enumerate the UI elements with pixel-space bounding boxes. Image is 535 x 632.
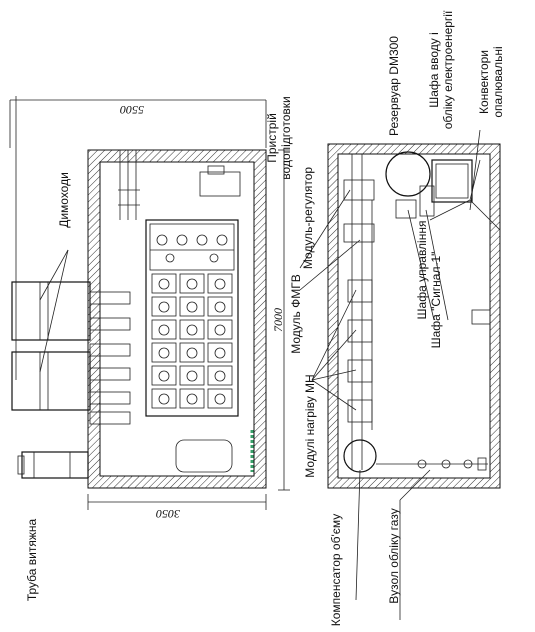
label-control-cabinet: Шафа управління <box>415 221 429 320</box>
heating-module-burner <box>186 324 198 336</box>
heating-module-burner <box>214 347 226 359</box>
exhaust-pipe-body <box>21 451 89 479</box>
label-signal-cabinet: Шафа "Сигнал-1" <box>429 252 443 349</box>
heating-module-cell <box>179 273 205 294</box>
labels: 5500 7000 3050 Пристрій водопідготовки Д… <box>25 10 505 626</box>
dimension-length: 7000 <box>271 308 285 332</box>
heating-module-burner <box>158 278 170 290</box>
heating-modules-frame <box>145 219 239 417</box>
heating-module-cell <box>179 342 205 363</box>
left-equipment <box>118 150 254 473</box>
heating-module-cell <box>207 273 233 294</box>
label-fmgv-module: Модуль ФМГВ <box>289 274 303 354</box>
heating-module-burner <box>158 324 170 336</box>
reservoir-dm300 <box>385 151 431 197</box>
convector-box <box>471 309 491 325</box>
heating-module-burner <box>158 347 170 359</box>
label-convectors-2: опалювальні <box>491 46 505 117</box>
heating-module-cell <box>179 296 205 317</box>
heating-module-cell <box>179 388 205 409</box>
heating-module-cell <box>151 365 177 386</box>
heating-module-cell <box>179 365 205 386</box>
dimension-lines <box>9 96 401 620</box>
heating-module-burner <box>186 370 198 382</box>
heating-module-cell <box>207 319 233 340</box>
left-building <box>87 149 267 489</box>
heating-module-burner <box>158 301 170 313</box>
right-building-interior <box>337 153 491 479</box>
heating-module-cell <box>179 319 205 340</box>
label-heating-modules: Модулі нагріву МН <box>303 374 317 477</box>
heating-module-burner <box>214 393 226 405</box>
power-cabinet <box>431 159 473 203</box>
heating-module-cell <box>151 388 177 409</box>
heating-module-burner <box>186 347 198 359</box>
heating-module-cell <box>151 342 177 363</box>
heating-module-cell <box>207 388 233 409</box>
label-volume-compensator: Компенсатор об'єму <box>329 514 343 627</box>
heating-module-burner <box>186 278 198 290</box>
label-exhaust-pipe: Труба витяжна <box>25 519 39 602</box>
heating-module-burner <box>214 370 226 382</box>
label-water-treatment-2: водопідготовки <box>279 96 293 179</box>
dimension-top: 5500 <box>120 103 144 117</box>
heating-module-cell <box>207 296 233 317</box>
chimneys-group <box>11 249 131 425</box>
heating-module-cell <box>151 273 177 294</box>
heating-module-burner <box>214 278 226 290</box>
heating-module-burner <box>186 301 198 313</box>
chimney-box-1 <box>11 281 91 341</box>
right-equipment <box>299 129 501 601</box>
heating-module-burner <box>186 393 198 405</box>
dimension-bottom: 3050 <box>156 507 181 521</box>
heating-module-cell <box>207 342 233 363</box>
volume-compensator-tank <box>175 439 233 473</box>
label-water-treatment-1: Пристрій <box>265 113 279 163</box>
label-chimneys: Димоходи <box>57 172 71 228</box>
label-gas-metering: Вузол обліку газу <box>387 508 401 603</box>
heating-module-burner <box>158 393 170 405</box>
label-regulator-module: Модуль-регулятор <box>301 167 315 270</box>
heating-module-cell <box>151 319 177 340</box>
heating-module-burner <box>214 301 226 313</box>
heating-modules-grid <box>145 219 239 417</box>
water-treatment-unit <box>199 171 241 197</box>
chimney-box-2 <box>11 351 91 411</box>
label-power-cabinet-1: Шафа вводу і <box>427 32 441 108</box>
heating-module-cell <box>151 296 177 317</box>
heating-module-cell <box>207 365 233 386</box>
label-convectors-1: Конвектори <box>477 50 491 114</box>
heating-module-burner <box>158 370 170 382</box>
label-reservoir: Резервуар DM300 <box>387 36 401 136</box>
exhaust-pipe <box>17 451 89 479</box>
label-power-cabinet-2: обліку електроенергії <box>441 10 455 129</box>
left-building-interior <box>99 161 255 477</box>
heating-module-burner <box>214 324 226 336</box>
